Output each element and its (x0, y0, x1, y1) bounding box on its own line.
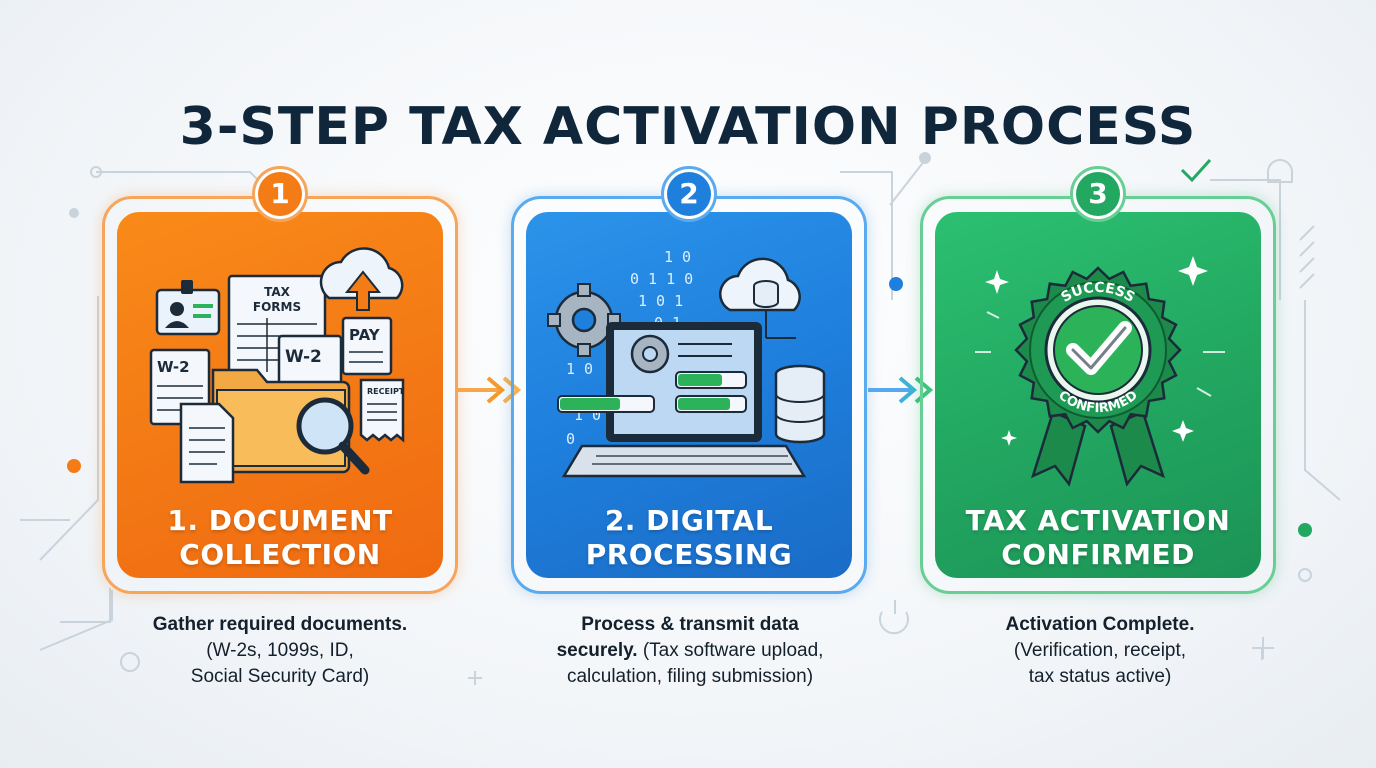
arrow-right-icon (456, 376, 522, 404)
step-1-badge: 1 (252, 166, 308, 222)
gear-icon (547, 283, 621, 357)
svg-text:0: 0 (566, 430, 575, 448)
step-3-description: Activation Complete. (Verification, rece… (1005, 614, 1195, 687)
magnifier-icon (296, 397, 370, 475)
cloud-upload-icon (319, 247, 404, 311)
id-card-icon (155, 280, 221, 336)
step-3-badge: 3 (1070, 166, 1126, 222)
step-2-card: 1 0 0 1 1 0 1 0 1 0 1 1 0 1 0 0 (526, 212, 852, 578)
svg-text:RECEIPT: RECEIPT (367, 387, 405, 396)
svg-text:W-2: W-2 (157, 358, 190, 376)
digital-processing-illustration: 1 0 0 1 1 0 1 0 1 0 1 1 0 1 0 0 (547, 248, 826, 478)
success-seal-icon: SUCCESS CONFIRMED (1014, 266, 1182, 434)
step-2-badge: 2 (661, 166, 717, 222)
gear-icon (630, 334, 670, 374)
svg-text:W-2: W-2 (285, 347, 322, 367)
step-2-title: 2. DIGITAL PROCESSING (585, 504, 793, 571)
step-3-card: SUCCESS CONFIRMED TAX ACTIVATION CONFIRM… (935, 212, 1261, 578)
step-2-description: Process & transmit data securely. (Tax s… (556, 614, 824, 687)
cloud-icon (719, 257, 801, 312)
svg-text:FORMS: FORMS (253, 300, 301, 314)
document-collection-illustration: W-2 TAX FORMS W-2 P (149, 247, 405, 484)
pay-stub-icon: PAY (341, 316, 393, 376)
step-1-description: Gather required documents. (W-2s, 1099s,… (152, 614, 408, 687)
document-icon (179, 402, 235, 484)
step-1-title: 1. DOCUMENT COLLECTION (167, 504, 393, 571)
step-3-title: TAX ACTIVATION CONFIRMED (965, 504, 1231, 571)
page-title: 3-STEP TAX ACTIVATION PROCESS (179, 96, 1197, 157)
svg-text:1 0 1: 1 0 1 (638, 292, 683, 310)
svg-text:TAX: TAX (264, 285, 291, 299)
confirmation-illustration: SUCCESS CONFIRMED (975, 256, 1225, 487)
svg-text:PAY: PAY (349, 326, 381, 344)
step-1-card: W-2 TAX FORMS W-2 P (117, 212, 443, 578)
svg-text:0 1 1 0: 0 1 1 0 (630, 270, 693, 288)
progress-bar (557, 395, 655, 413)
svg-text:1 0: 1 0 (566, 360, 593, 378)
receipt-icon: RECEIPT (359, 378, 405, 443)
database-icon (774, 364, 826, 444)
svg-text:1 0: 1 0 (664, 248, 691, 266)
